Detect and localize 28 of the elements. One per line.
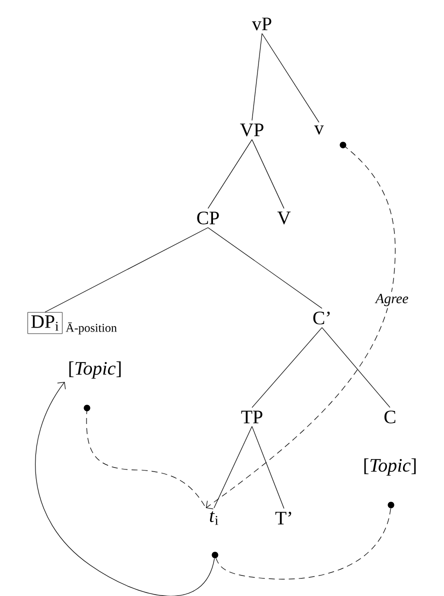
category-label: C bbox=[384, 410, 396, 424]
edge-label: Agree bbox=[374, 292, 410, 308]
position-note: Ā-position bbox=[66, 322, 117, 334]
dashed-arrow bbox=[206, 144, 396, 510]
category-label: T’ bbox=[275, 512, 292, 524]
category-label: t$_{i}$ bbox=[210, 511, 218, 525]
category-label: v bbox=[314, 126, 324, 134]
dashed-line bbox=[216, 508, 391, 580]
branch-line bbox=[252, 327, 322, 408]
branch-line bbox=[262, 33, 320, 123]
category-label: TP bbox=[241, 410, 262, 424]
branch-line bbox=[208, 139, 252, 209]
branch-line bbox=[208, 227, 322, 309]
branch-line bbox=[322, 327, 390, 408]
branch-line bbox=[214, 426, 252, 508]
feature-label: [Topic] bbox=[69, 361, 121, 379]
category-label: vP bbox=[252, 18, 272, 30]
feature-label: [Topic] bbox=[364, 458, 416, 476]
branch-line bbox=[252, 33, 262, 121]
category-label: C’ bbox=[313, 312, 330, 324]
boxed-label: DP$_{i}$ bbox=[28, 312, 62, 334]
category-label: V bbox=[277, 212, 291, 224]
category-label: CP bbox=[197, 212, 219, 224]
branch-line bbox=[252, 426, 284, 509]
category-label: VP bbox=[240, 124, 264, 136]
curved-arrow bbox=[35, 382, 215, 596]
branch-line bbox=[252, 139, 284, 209]
branch-line bbox=[44, 227, 208, 312]
